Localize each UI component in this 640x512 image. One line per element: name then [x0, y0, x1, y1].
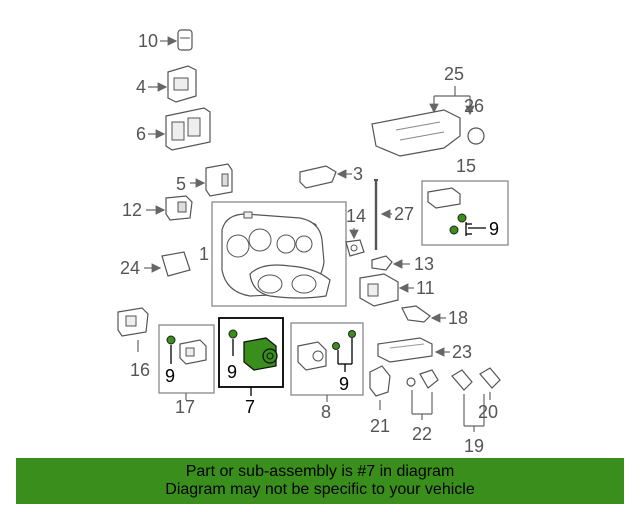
callout-3: 3 [353, 164, 363, 184]
callout-17: 17 [175, 397, 195, 417]
part-18-connector[interactable]: 18 [401, 305, 468, 328]
part-10-clip[interactable]: 10 [138, 29, 193, 51]
part-19-socket[interactable]: 19 [451, 369, 485, 456]
part-6-panel[interactable]: 6 [136, 107, 211, 151]
part-21-bracket[interactable]: 21 [369, 365, 391, 436]
callout-14: 14 [346, 206, 366, 226]
callout-18: 18 [448, 308, 468, 328]
callout-25: 25 [444, 64, 464, 84]
callout-21: 21 [370, 416, 390, 436]
callout-22: 22 [412, 424, 432, 444]
callout-10: 10 [138, 31, 158, 51]
info-banner: Part or sub-assembly is #7 in diagram Di… [16, 458, 624, 504]
part-26-knob[interactable]: 26 [464, 96, 485, 145]
part-17-assembly[interactable]: 9 17 [158, 324, 215, 417]
banner-line-1: Part or sub-assembly is #7 in diagram [185, 463, 455, 480]
callout-26: 26 [464, 96, 484, 116]
part-5-switch[interactable]: 5 [176, 163, 233, 197]
callout-4: 4 [136, 77, 146, 97]
callout-24: 24 [120, 258, 140, 278]
part-4-switch[interactable]: 4 [136, 65, 197, 103]
callout-15: 15 [456, 156, 476, 176]
callout-20: 20 [478, 402, 498, 422]
callout-12: 12 [122, 200, 142, 220]
callout-23: 23 [452, 342, 472, 362]
part-15-assembly[interactable]: 15 9 [421, 156, 509, 246]
callout-13: 13 [414, 254, 434, 274]
callout-19: 19 [464, 436, 484, 456]
callout-16: 16 [130, 360, 150, 380]
part-8-assembly[interactable]: 9 8 [290, 322, 364, 422]
callout-9-c: 9 [339, 374, 349, 394]
part-20-bulb[interactable]: 20 [478, 367, 501, 422]
callout-27: 27 [394, 204, 414, 224]
part-22-bulb[interactable]: 22 [406, 369, 439, 444]
part-14-connector[interactable]: 14 [345, 206, 366, 257]
part-25-duct[interactable]: 25 [371, 64, 475, 157]
callout-1: 1 [199, 244, 209, 264]
part-24-bracket[interactable]: 24 [120, 251, 191, 278]
part-7-assembly[interactable]: 9 7 [218, 317, 284, 417]
part-11-module[interactable]: 11 [359, 273, 435, 307]
callout-6: 6 [136, 124, 146, 144]
callout-5: 5 [176, 174, 186, 194]
part-23-panel[interactable]: 23 [377, 337, 472, 363]
part-27-rod[interactable]: 27 [374, 179, 414, 250]
callout-9-b: 9 [227, 362, 237, 382]
part-1-2-cluster[interactable]: 1 2 [199, 201, 347, 307]
part-12-switch[interactable]: 12 [122, 195, 193, 221]
callout-9-d: 9 [489, 219, 499, 239]
callout-11: 11 [416, 278, 435, 298]
callout-8: 8 [321, 402, 331, 422]
parts-diagram: 10 4 6 5 12 24 1 [117, 29, 509, 456]
callout-9-a: 9 [165, 366, 175, 386]
part-13-sensor[interactable]: 13 [371, 254, 434, 274]
banner-line-2: Diagram may not be specific to your vehi… [165, 481, 475, 498]
callout-7: 7 [245, 397, 255, 417]
part-16-switch[interactable]: 16 [117, 307, 150, 380]
part-3-cover[interactable]: 3 [299, 164, 363, 189]
